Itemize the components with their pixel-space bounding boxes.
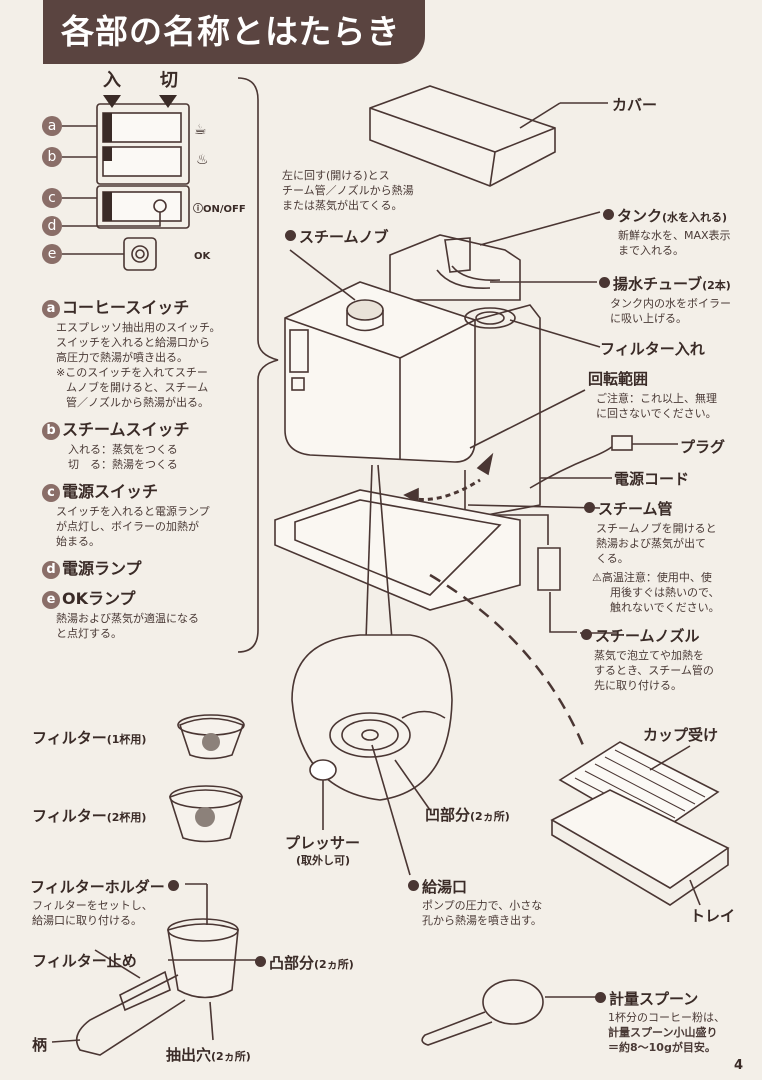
power-label: ON/OFF xyxy=(203,204,246,215)
label-spout: 抽出穴(2ヵ所) xyxy=(166,1046,251,1064)
tube-note: タンク内の水をボイラー に吸い上げる。 xyxy=(610,297,731,325)
label-rotation: 回転範囲 xyxy=(588,370,649,388)
presser-sub: (取外し可) xyxy=(296,854,351,867)
switch-housing xyxy=(96,103,190,185)
nozzle-note: 蒸気で泡立てや加熱を するとき、スチーム管の 先に取り付ける。 xyxy=(594,649,714,692)
on-label: 入 xyxy=(103,70,121,91)
steam-icon: ♨ xyxy=(196,152,209,168)
label-cup-rest: カップ受け xyxy=(643,726,719,744)
label-filter-2cup: フィルター(2杯用) xyxy=(32,807,147,825)
caution-note: ⚠高温注意：使用中、使 用後すぐは熱いので、 触れないでください。 xyxy=(592,571,720,614)
steam-knob-note: 左に回す(開ける)とス チーム管／ノズルから熱湯 または蒸気が出てくる。 xyxy=(282,169,414,212)
label-filter-stop: フィルター止め xyxy=(32,952,137,970)
rotation-note: ご注意：これ以上、無理 に回さないでください。 xyxy=(596,392,717,420)
label-tray: トレイ xyxy=(690,907,736,925)
legend-title-c: 電源スイッチ xyxy=(62,482,159,501)
power-switch-graphic xyxy=(102,191,182,222)
letter-a-marker: a xyxy=(42,116,62,136)
power-icon: ⓘON/OFF xyxy=(193,204,246,215)
legend-title-e: OKランプ xyxy=(62,589,136,608)
letter-d-marker: d xyxy=(42,216,62,236)
off-label: 切 xyxy=(160,70,178,91)
spoon-note: 1杯分のコーヒー粉は、 計量スプーン小山盛り ＝約8～10gが目安。 xyxy=(608,1011,725,1054)
page-number: 4 xyxy=(734,1058,744,1073)
label-nozzle: スチームノズル xyxy=(578,625,700,646)
label-filter-1cup: フィルター(1杯用) xyxy=(32,729,147,747)
legend-title-b: スチームスイッチ xyxy=(62,420,190,439)
label-tube: 揚水チューブ(2本) xyxy=(596,273,731,294)
tank-note: 新鮮な水を、MAX表示 まで入れる。 xyxy=(618,229,731,257)
label-tank: タンク(水を入れる) xyxy=(600,205,727,226)
power-panel-graphic xyxy=(96,185,190,229)
label-steam-pipe: スチーム管 xyxy=(581,498,673,519)
coffee-icon: ☕ xyxy=(194,122,207,138)
label-cord: 電源コード xyxy=(614,470,690,488)
label-outlet: 給湯口 xyxy=(405,876,467,897)
outlet-note: ポンプの圧力で、小さな 孔から熱湯を噴き出す。 xyxy=(422,899,543,927)
label-spoon: 計量スプーン xyxy=(592,988,698,1009)
label-handle: 柄 xyxy=(32,1036,48,1054)
letter-c-marker: c xyxy=(42,188,62,208)
label-cover: カバー xyxy=(612,96,658,114)
page-title: 各部の名称とはたらき xyxy=(43,0,425,64)
legend-title-d: 電源ランプ xyxy=(62,559,142,578)
label-filter-in: フィルター入れ xyxy=(600,340,705,358)
holder-note: フィルターをセットし、 給湯口に取り付ける。 xyxy=(32,899,153,927)
coffee-switch-graphic xyxy=(102,112,182,143)
letter-b-marker: b xyxy=(42,147,62,167)
ok-label: OK xyxy=(194,251,211,262)
label-dent: 凹部分(2ヵ所) xyxy=(425,806,510,824)
label-steam-knob: スチームノブ xyxy=(282,226,389,247)
steam-switch-graphic xyxy=(102,146,182,177)
letter-e-marker: e xyxy=(42,244,62,264)
label-holder: フィルターホルダー xyxy=(30,876,182,897)
label-presser: プレッサー xyxy=(285,834,361,852)
label-bump: 凸部分(2ヵ所) xyxy=(252,952,354,973)
legend-title-a: コーヒースイッチ xyxy=(62,298,190,317)
label-plug: プラグ xyxy=(680,438,726,456)
steam-pipe-note: スチームノブを開けると 熱湯および蒸気が出て くる。 xyxy=(596,522,717,565)
